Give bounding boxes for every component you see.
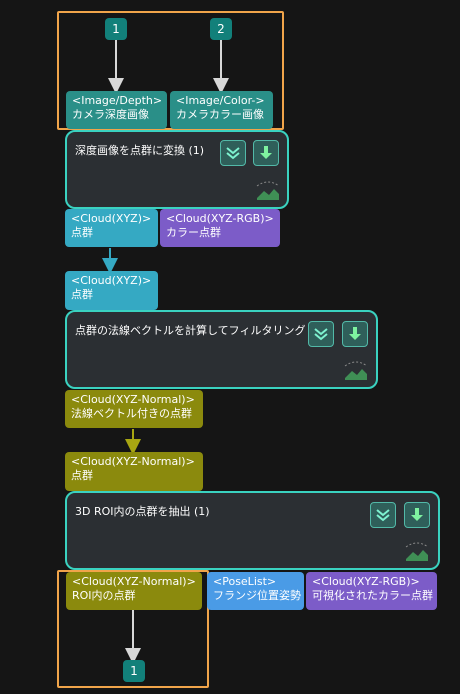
port-label: 点群 xyxy=(71,469,93,482)
port-cloud-xyz-rgb-out[interactable]: <Cloud(XYZ-RGB)> カラー点群 xyxy=(160,209,280,247)
output-badge-1[interactable]: 1 xyxy=(123,660,145,682)
node-title: 点群の法線ベクトルを計算してフィルタリング (1) xyxy=(75,324,325,337)
port-cloud-xyz-normal-out[interactable]: <Cloud(XYZ-Normal)> 法線ベクトル付きの点群 xyxy=(65,390,203,428)
port-image-depth[interactable]: <Image/Depth> カメラ深度画像 xyxy=(66,91,167,129)
input-badge-2[interactable]: 2 xyxy=(210,18,232,40)
node-title: 3D ROI内の点群を抽出 (1) xyxy=(75,505,210,518)
port-image-color[interactable]: <Image/Color-> カメラカラー画像 xyxy=(170,91,273,129)
output-group-frame xyxy=(57,570,209,688)
port-label: カメラ深度画像 xyxy=(72,108,149,121)
port-cloud-xyz-out[interactable]: <Cloud(XYZ)> 点群 xyxy=(65,209,158,247)
node-normal-filter[interactable]: 点群の法線ベクトルを計算してフィルタリング (1) xyxy=(65,310,378,389)
chevron-double-down-icon xyxy=(226,147,240,160)
input-badge-1[interactable]: 1 xyxy=(105,18,127,40)
port-label: フランジ位置姿勢 xyxy=(213,589,301,602)
port-type: <Cloud(XYZ-Normal)> xyxy=(72,575,196,588)
port-cloud-xyz-in[interactable]: <Cloud(XYZ)> 点群 xyxy=(65,271,158,310)
port-label: 法線ベクトル付きの点群 xyxy=(71,407,192,420)
node-title: 深度画像を点群に変換 (1) xyxy=(75,144,205,157)
port-visualized-cloud-out[interactable]: <Cloud(XYZ-RGB)> 可視化されたカラー点群 xyxy=(306,572,437,610)
port-type: <Cloud(XYZ)> xyxy=(71,274,152,287)
collapse-button[interactable] xyxy=(220,140,246,166)
download-arrow-icon xyxy=(349,327,361,340)
port-type: <Cloud(XYZ-RGB)> xyxy=(166,212,274,225)
download-arrow-icon xyxy=(260,146,272,159)
port-type: <Cloud(XYZ-RGB)> xyxy=(312,575,420,588)
port-type: <Image/Color-> xyxy=(176,94,265,107)
port-type: <Cloud(XYZ)> xyxy=(71,212,152,225)
port-cloud-xyz-normal-in[interactable]: <Cloud(XYZ-Normal)> 点群 xyxy=(65,452,203,491)
port-label: カメラカラー画像 xyxy=(176,108,264,121)
port-roi-pointcloud-out[interactable]: <Cloud(XYZ-Normal)> ROI内の点群 xyxy=(66,572,202,610)
port-label: 点群 xyxy=(71,288,93,301)
image-thumbnail-icon xyxy=(256,181,280,200)
node-extract-roi[interactable]: 3D ROI内の点群を抽出 (1) xyxy=(65,491,440,570)
download-button[interactable] xyxy=(342,321,368,347)
port-label: カラー点群 xyxy=(166,226,221,239)
download-button[interactable] xyxy=(404,502,430,528)
node-depth-to-pointcloud[interactable]: 深度画像を点群に変換 (1) xyxy=(65,130,289,209)
collapse-button[interactable] xyxy=(370,502,396,528)
port-type: <Image/Depth> xyxy=(72,94,163,107)
chevron-double-down-icon xyxy=(314,328,328,341)
chevron-double-down-icon xyxy=(376,509,390,522)
image-thumbnail-icon xyxy=(344,361,368,380)
port-label: ROI内の点群 xyxy=(72,589,136,602)
port-type: <Cloud(XYZ-Normal)> xyxy=(71,455,195,468)
port-poselist-out[interactable]: <PoseList> フランジ位置姿勢 xyxy=(207,572,304,610)
collapse-button[interactable] xyxy=(308,321,334,347)
image-thumbnail-icon xyxy=(405,542,429,561)
download-button[interactable] xyxy=(253,140,279,166)
input-group-frame xyxy=(57,11,284,130)
port-type: <Cloud(XYZ-Normal)> xyxy=(71,393,195,406)
port-label: 可視化されたカラー点群 xyxy=(312,589,433,602)
port-type: <PoseList> xyxy=(213,575,277,588)
download-arrow-icon xyxy=(411,508,423,521)
port-label: 点群 xyxy=(71,226,93,239)
